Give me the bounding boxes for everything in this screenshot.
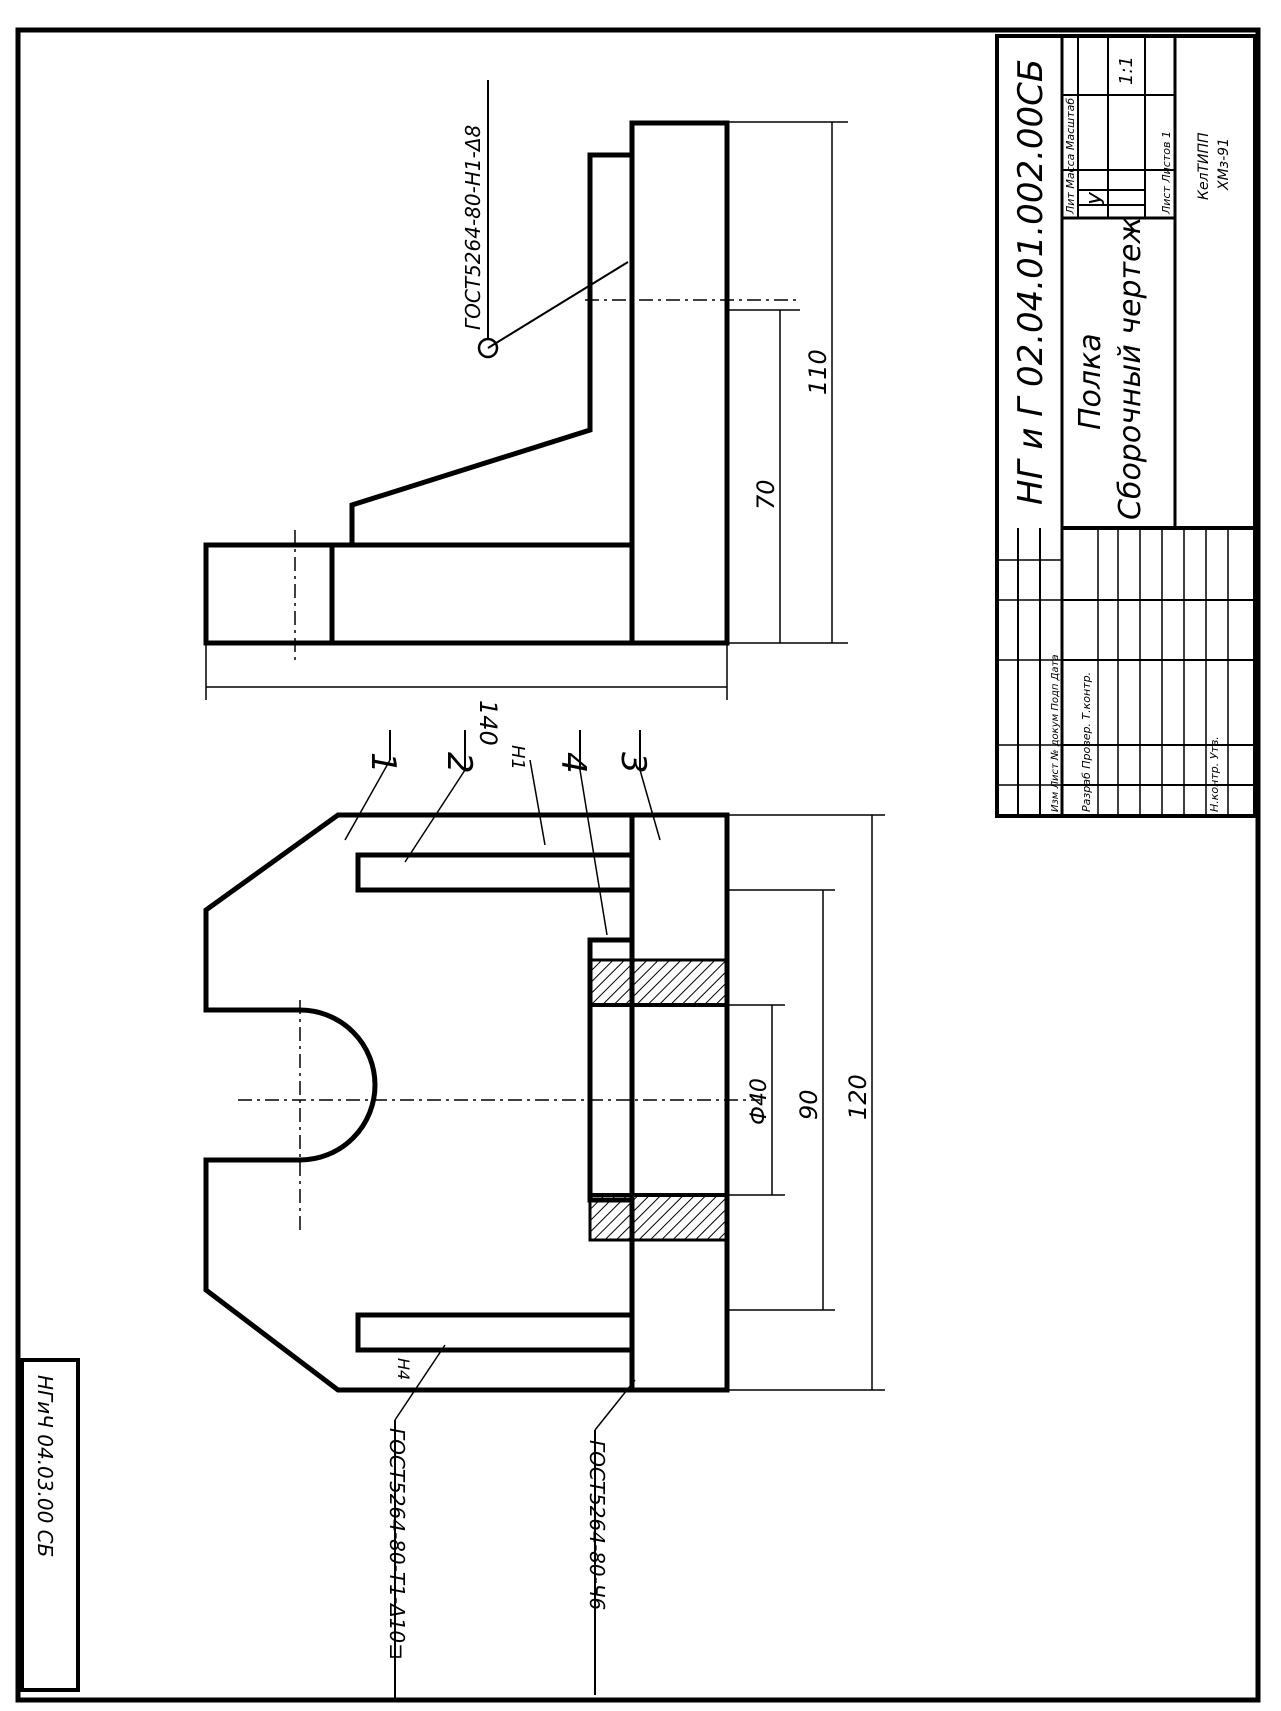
- side-dim-110: 110: [804, 349, 832, 395]
- title-headers: Лит Масса Масштаб: [1064, 98, 1077, 215]
- part-2-rib-upper: [355, 852, 632, 893]
- title-org-line2: ХМз-91: [1216, 138, 1232, 191]
- title-letter: У: [1085, 191, 1109, 205]
- title-name-line1: Полка: [1073, 333, 1108, 430]
- side-view: [203, 80, 848, 700]
- side-gusset: [349, 152, 632, 548]
- title-roles: Разраб Провер. Т.контр.: [1080, 672, 1093, 812]
- part-2-rib-lower: [355, 1312, 632, 1353]
- corner-stamp: НГиЧ 04.03.00 СБ: [20, 1358, 80, 1692]
- title-sheet-info: Лист Листов 1: [1160, 131, 1173, 215]
- part-3-base: [629, 812, 730, 1393]
- corner-stamp-text: НГиЧ 04.03.00 СБ: [33, 1375, 57, 1557]
- label-weld-h1: Н1: [507, 745, 528, 770]
- front-dim-phi40: Ф40: [747, 1078, 772, 1125]
- label-part-2: 2: [439, 752, 479, 774]
- weld-leader-bottom: ГОСТ5264-80-Ч6: [585, 1440, 609, 1610]
- front-dim-90: 90: [795, 1089, 823, 1120]
- label-part-3: 3: [613, 752, 653, 774]
- side-dim-140: 140: [474, 700, 502, 746]
- side-base-plate: [629, 120, 730, 646]
- drawing-frame: [15, 27, 1261, 1703]
- front-view: [203, 730, 885, 1700]
- title-roles2: Н.контр. Утв.: [1208, 736, 1221, 812]
- label-part-1: 1: [363, 752, 403, 774]
- part-1-bracket: [203, 812, 632, 1393]
- title-scale: 1:1: [1116, 56, 1137, 85]
- title-sign-rows: Изм Лист № докум Подп Дата: [1050, 655, 1061, 813]
- front-dim-120: 120: [844, 1074, 872, 1120]
- side-upright: [203, 542, 635, 646]
- title-block: НГ и Г 02.04.01.002.00СБ Полка Сборочный…: [995, 34, 1257, 818]
- label-part-4: 4: [553, 752, 593, 774]
- weld-leader-left: ГОСТ5264-80-Т1-Δ10⊐: [385, 1428, 409, 1660]
- title-designation: НГ и Г 02.04.01.002.00СБ: [1011, 59, 1051, 505]
- title-org-line1: КелТИПП: [1196, 132, 1212, 200]
- title-name-line2: Сборочный чертеж: [1113, 217, 1148, 520]
- weld-mark-left: Н4: [394, 1358, 413, 1380]
- side-weld-leader: ГОСТ5264-80-Н1-Δ8: [461, 125, 485, 330]
- side-dim-70: 70: [752, 479, 780, 510]
